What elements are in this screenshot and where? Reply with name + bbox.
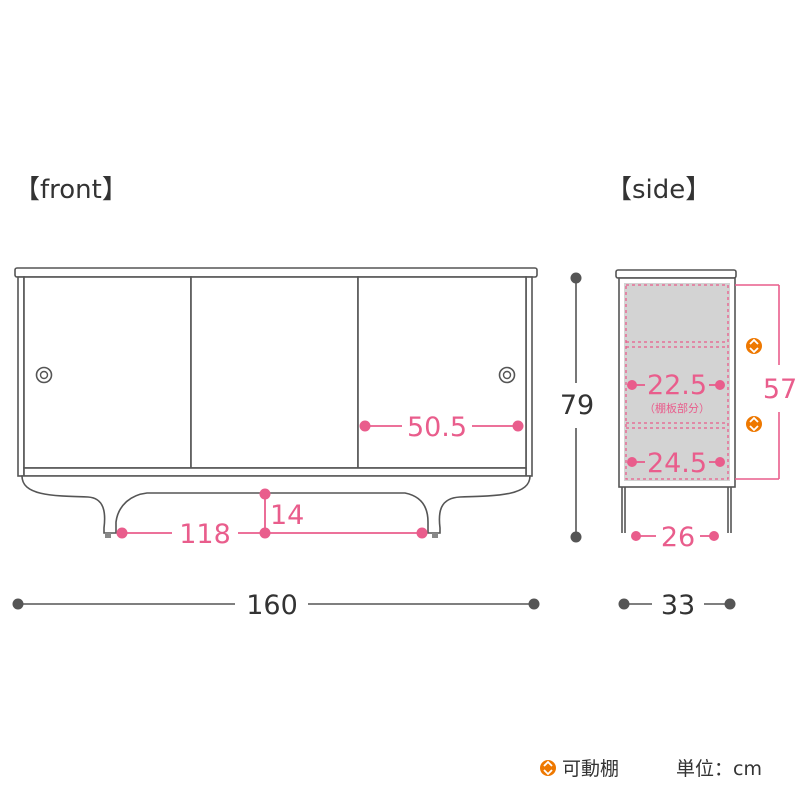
door-width-label: 50.5 — [407, 412, 467, 443]
depth-dimension — [618, 598, 736, 610]
leg-depth-dimension — [631, 531, 719, 541]
leg-span-dimension — [116, 527, 428, 539]
shelf-upper-label: 22.5 — [647, 370, 707, 401]
interior-height-dimension — [735, 284, 780, 480]
total-width-label: 160 — [246, 590, 298, 621]
shelf-lower-label: 24.5 — [647, 448, 707, 479]
door-width-dimension — [359, 420, 524, 432]
cabinet-right-panel — [525, 276, 533, 477]
front-view-heading: 【front】 — [14, 175, 128, 205]
total-height-dimension — [570, 272, 582, 543]
interior-height-label: 57 — [763, 374, 797, 405]
cabinet-base-legs — [21, 475, 531, 534]
front-left-foot — [105, 533, 111, 538]
shelf-note-label: （棚板部分） — [644, 401, 710, 415]
interior-dashed-outline — [625, 284, 729, 480]
side-view-heading: 【side】 — [606, 175, 711, 205]
cabinet-left-panel — [17, 276, 25, 477]
cabinet-bottom-board — [23, 467, 527, 477]
cabinet-top-board — [14, 267, 538, 278]
front-right-foot — [432, 533, 438, 538]
sliding-door-right — [357, 276, 527, 469]
side-interior — [624, 283, 730, 481]
adjustable-shelf-marker-upper — [746, 338, 762, 354]
orange-circle-updown-icon — [540, 760, 556, 776]
legend-adjustable-shelf: 可動棚 — [562, 758, 619, 780]
total-width-dimension — [12, 598, 540, 610]
total-height-label: 79 — [560, 390, 594, 421]
floor-clearance-label: 14 — [270, 500, 304, 531]
shelf-upper-dimension — [627, 380, 725, 390]
shelf-lower-dimension — [627, 457, 725, 467]
leg-span-label: 118 — [179, 519, 231, 550]
depth-label: 33 — [661, 590, 695, 621]
side-top-board — [615, 269, 737, 279]
floor-clearance-dimension — [259, 488, 271, 533]
sliding-door-center — [190, 276, 359, 469]
front-view-cabinet — [14, 267, 538, 538]
door-knob-left — [35, 366, 53, 384]
legend-unit: 単位：cm — [676, 758, 762, 780]
leg-depth-label: 26 — [661, 522, 695, 553]
door-knob-right — [498, 366, 516, 384]
adjustable-shelf-marker-lower — [746, 416, 762, 432]
side-view-cabinet — [615, 269, 737, 533]
